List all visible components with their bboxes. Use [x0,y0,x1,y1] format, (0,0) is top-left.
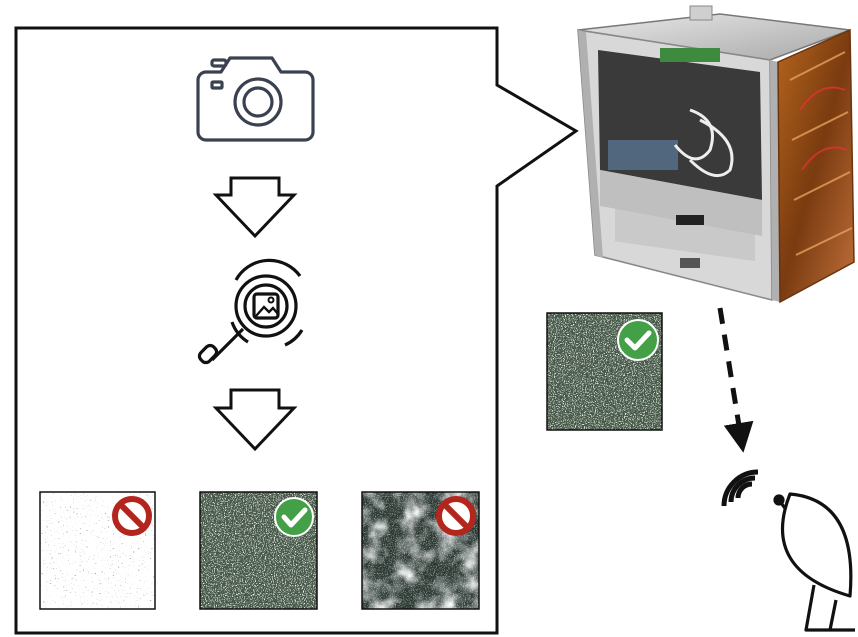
prohibited-icon [115,499,149,533]
check-icon [275,498,313,536]
satellite-dish-icon [724,472,855,630]
transmission-arrow [720,308,741,438]
check-icon [618,320,658,360]
cubesat-image [578,6,854,302]
prohibited-icon [439,499,473,533]
